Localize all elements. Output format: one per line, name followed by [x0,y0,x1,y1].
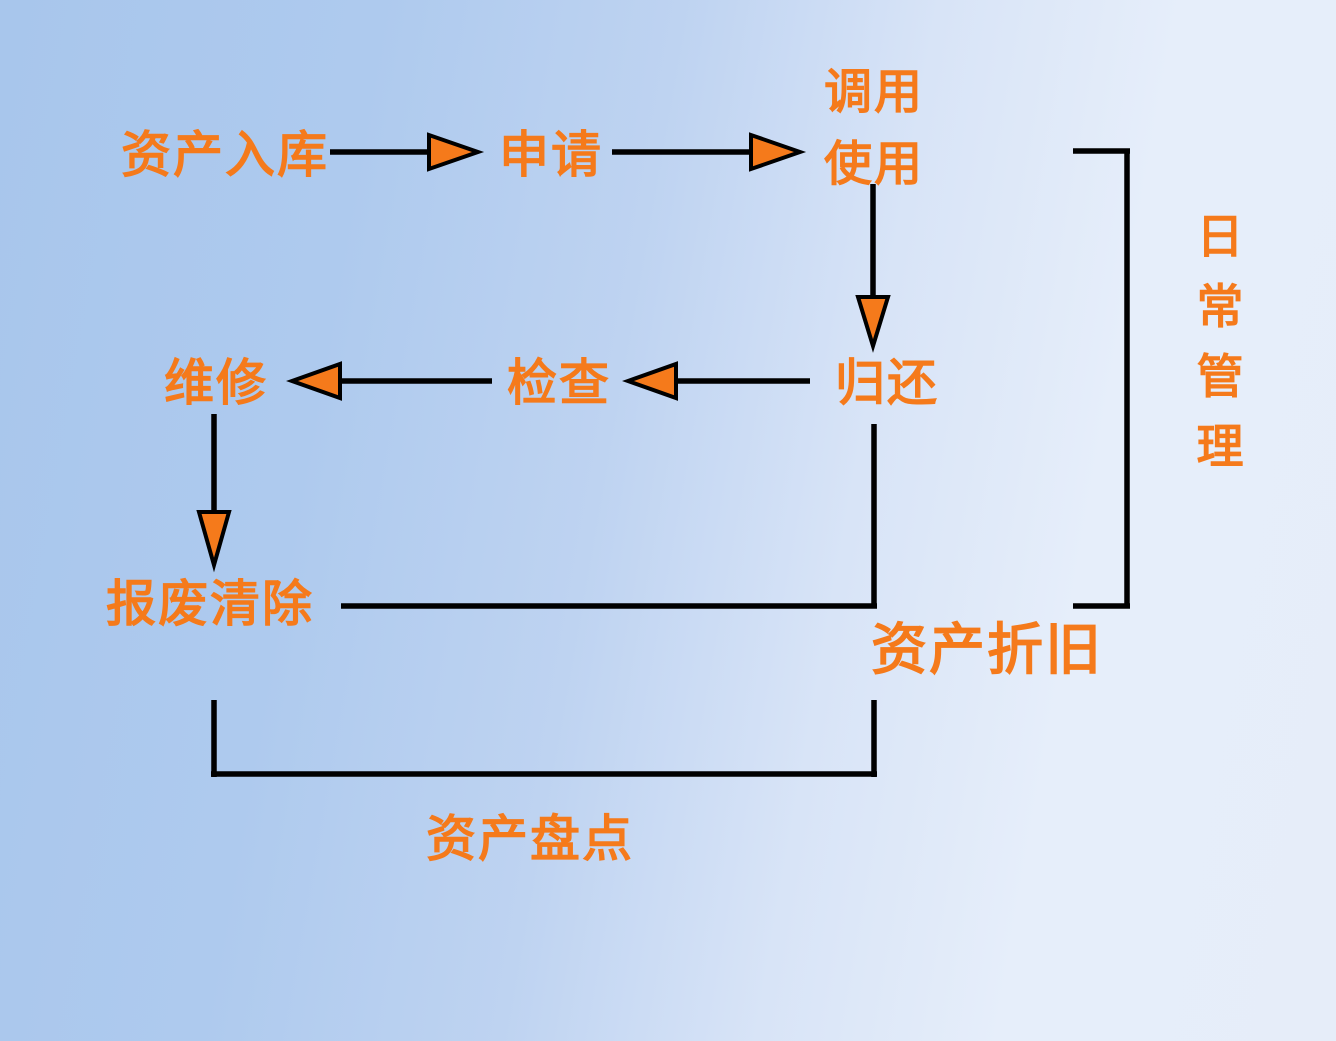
node-use-line2: 使用 [823,138,924,191]
arrowhead-down-icon [196,510,232,573]
node-repair: 维修 [164,355,268,411]
node-return: 归还 [835,355,939,411]
arrowhead-down-icon [855,295,891,353]
arrowhead-right-icon [749,132,807,172]
node-use: 调用 使用 [816,57,932,201]
node-inspection: 检查 [507,355,611,411]
arrowhead-right-icon [427,132,485,172]
node-scrap-removal: 报废清除 [106,576,314,632]
node-use-line1: 调用 [823,66,924,119]
node-daily-management: 日常管理 [1196,210,1244,473]
arrowhead-left-icon [286,361,342,401]
node-application: 申请 [499,127,603,183]
arrowhead-left-icon [622,361,678,401]
node-asset-depreciation: 资产折旧 [871,618,1103,681]
node-asset-inventory: 资产盘点 [426,811,634,867]
node-asset-storage: 资产入库 [121,127,329,183]
